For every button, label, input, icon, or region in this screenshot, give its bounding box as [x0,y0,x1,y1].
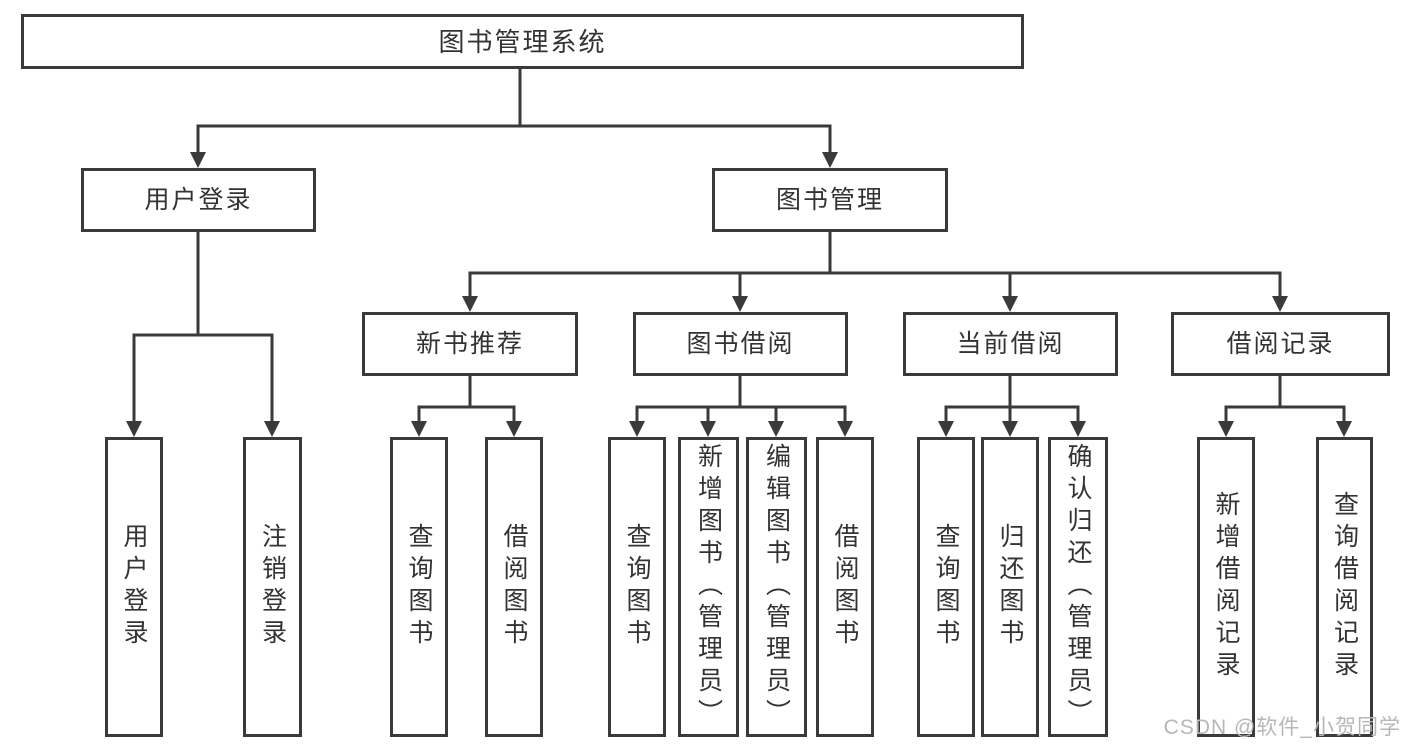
connector-currentborrow-to-leaves [938,376,1086,437]
node-borrowing-records-label: 借阅记录 [1226,329,1335,358]
connector-newbooks-to-leaves [411,376,522,437]
leaf-user-login: 用户登录 [105,437,163,737]
leaf-borrow-books: 借阅图书 [816,437,874,737]
leaf-edit-books-admin-label: 编辑图书（管理员） [762,443,791,731]
node-library-management-system-label: 图书管理系统 [438,26,607,57]
connector-root-to-level2 [190,69,838,168]
node-current-borrowing: 当前借阅 [903,312,1118,376]
node-book-borrowing-label: 图书借阅 [686,329,795,358]
leaf-borrow-books-recommend-label: 借阅图书 [500,523,528,651]
leaf-add-books-admin: 新增图书（管理员） [678,437,739,737]
leaf-return-books: 归还图书 [981,437,1039,737]
leaf-edit-books-admin: 编辑图书（管理员） [746,437,807,737]
leaf-confirm-return-admin: 确认归还（管理员） [1048,437,1108,737]
watermark: CSDN @软件_小贺同学 [1163,716,1401,739]
connector-borrowrecords-to-leaves [1218,376,1352,437]
leaf-query-books-current: 查询图书 [917,437,975,737]
leaf-logout-label: 注销登录 [258,523,287,651]
leaf-query-books-recommend-label: 查询图书 [405,523,433,651]
leaf-add-borrow-record: 新增借阅记录 [1197,437,1255,737]
connector-bookmgmt-to-level3 [462,232,1288,312]
leaf-user-login-label: 用户登录 [120,523,148,651]
connector-bookborrow-to-leaves [629,376,853,437]
node-current-borrowing-label: 当前借阅 [956,329,1065,358]
node-borrowing-records: 借阅记录 [1171,312,1390,376]
leaf-borrow-books-label: 借阅图书 [831,523,859,651]
leaf-borrow-books-recommend: 借阅图书 [485,437,543,737]
leaf-confirm-return-admin-label: 确认归还（管理员） [1064,443,1092,731]
leaf-query-books-borrow: 查询图书 [608,437,666,737]
leaf-query-borrow-record: 查询借阅记录 [1316,437,1373,737]
leaf-query-books-borrow-label: 查询图书 [623,523,651,651]
node-book-borrowing: 图书借阅 [633,312,848,376]
leaf-query-borrow-record-label: 查询借阅记录 [1330,491,1359,683]
leaf-query-books-current-label: 查询图书 [932,523,960,651]
node-user-login-label: 用户登录 [144,185,253,214]
node-book-management-label: 图书管理 [775,185,884,214]
leaf-query-books-recommend: 查询图书 [390,437,448,737]
node-user-login: 用户登录 [81,168,316,232]
leaf-add-borrow-record-label: 新增借阅记录 [1212,491,1240,683]
node-new-book-recommendation-label: 新书推荐 [415,329,524,358]
leaf-return-books-label: 归还图书 [996,523,1024,651]
node-book-management: 图书管理 [712,168,948,232]
node-new-book-recommendation: 新书推荐 [362,312,578,376]
connector-userlogin-to-leaves [126,232,280,437]
leaf-add-books-admin-label: 新增图书（管理员） [694,443,723,731]
node-library-management-system: 图书管理系统 [21,14,1024,69]
leaf-logout: 注销登录 [243,437,302,737]
